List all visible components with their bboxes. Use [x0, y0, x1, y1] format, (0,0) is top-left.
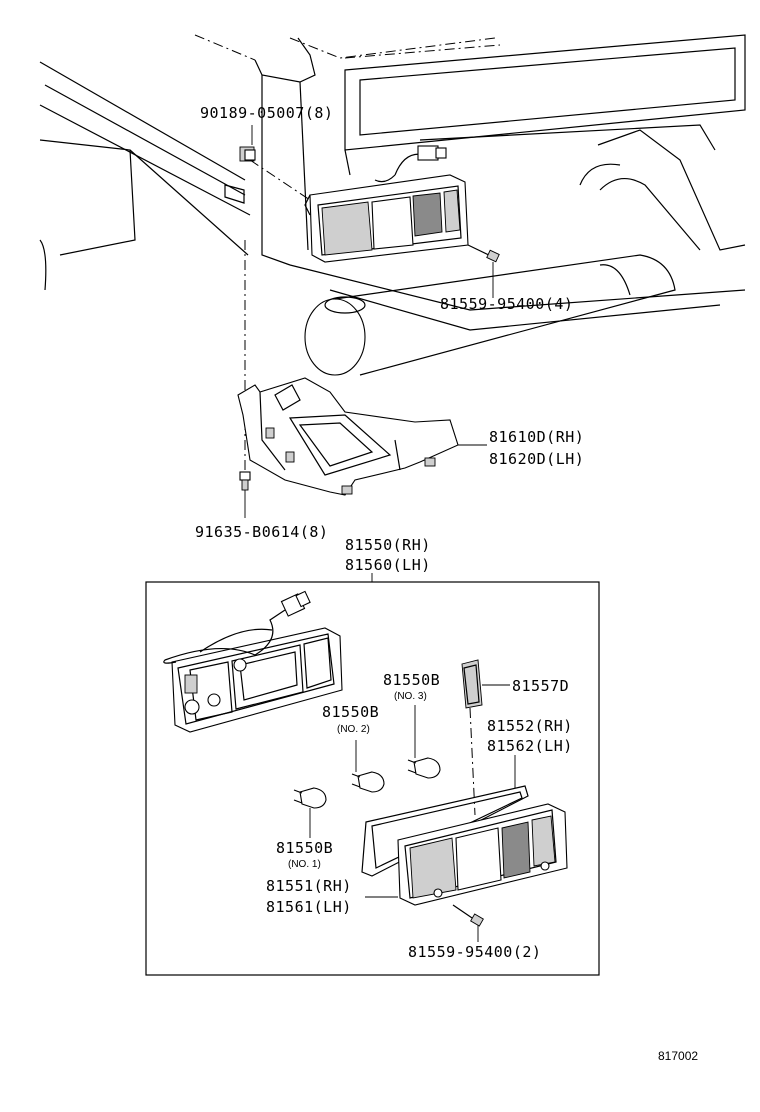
label-screw-2: 81559-95400(2) [408, 943, 541, 961]
clip-nut-icon [239, 146, 256, 162]
label-90189: 90189-05007(8) [200, 104, 333, 122]
label-bulb-no1: 81550B [276, 839, 333, 857]
screw-icon [452, 904, 484, 927]
label-bracket-lh: 81620D(LH) [489, 450, 584, 468]
label-gasket-rh: 81552(RH) [487, 717, 573, 735]
assembly-box [145, 581, 600, 976]
label-lens-rh: 81551(RH) [266, 877, 352, 895]
screw-icon [467, 244, 500, 263]
lamp-housing [163, 590, 343, 733]
label-bracket-rh: 81610D(RH) [489, 428, 584, 446]
leader-line-clip-nut [249, 159, 311, 201]
label-assembly-rh: 81550(RH) [345, 536, 431, 554]
label-bulb-no3-sub: (NO. 3) [394, 691, 427, 702]
lamp-bracket [237, 377, 459, 496]
bulb-no1-icon [293, 787, 327, 809]
label-gasket-lh: 81562(LH) [487, 737, 573, 755]
reflector-icon [461, 659, 483, 709]
bolt-icon [239, 471, 251, 491]
reflector-axis-line [469, 707, 476, 816]
label-bulb-no2: 81550B [322, 703, 379, 721]
installed-rear-lamp [304, 174, 469, 263]
label-reflector: 81557D [512, 677, 569, 695]
label-bulb-no3: 81550B [383, 671, 440, 689]
label-91635: 91635-B0614(8) [195, 523, 328, 541]
bulb-no2-icon [351, 771, 385, 793]
lamp-lens [397, 803, 568, 906]
label-lens-lh: 81561(LH) [266, 898, 352, 916]
vehicle-rear-body [39, 34, 746, 376]
label-bulb-no2-sub: (NO. 2) [337, 724, 370, 735]
label-screw-4: 81559-95400(4) [440, 295, 573, 313]
label-assembly-lh: 81560(LH) [345, 556, 431, 574]
figure-number: 817002 [658, 1049, 698, 1063]
bulb-no3-icon [407, 757, 441, 779]
label-bulb-no1-sub: (NO. 1) [288, 859, 321, 870]
